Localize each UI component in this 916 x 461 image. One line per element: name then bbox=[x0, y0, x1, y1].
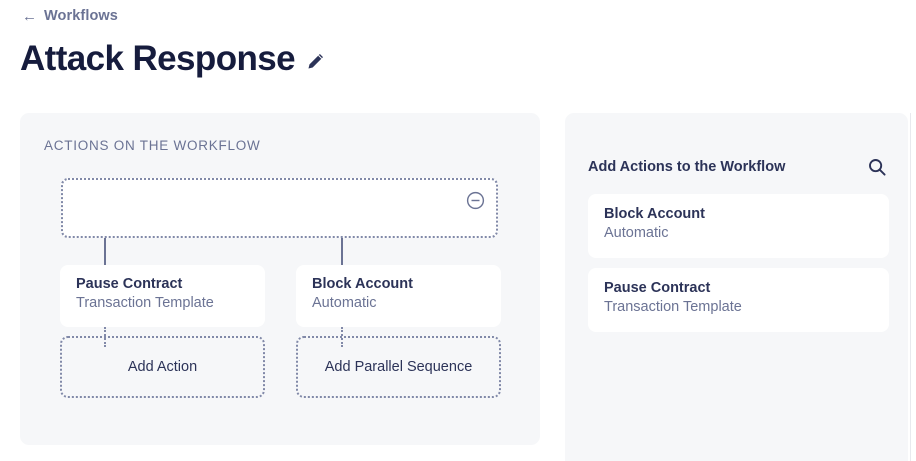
node-subtitle: Transaction Template bbox=[76, 295, 214, 311]
connector-root-to-branch-2 bbox=[341, 238, 343, 265]
action-library-list: Block Account Automatic Pause Contract T… bbox=[588, 194, 889, 342]
action-library-title: Add Actions to the Workflow bbox=[588, 158, 786, 175]
node-title: Pause Contract bbox=[76, 276, 183, 292]
action-library-panel: Add Actions to the Workflow Block Accoun… bbox=[565, 113, 908, 461]
library-item-title: Pause Contract bbox=[604, 280, 711, 296]
library-item-subtitle: Transaction Template bbox=[604, 299, 742, 315]
library-item-title: Block Account bbox=[604, 206, 705, 222]
workflow-node-pause-contract[interactable]: Pause Contract Transaction Template bbox=[60, 265, 265, 327]
title-row: Attack Response bbox=[20, 37, 325, 81]
workflow-node-block-account[interactable]: Block Account Automatic bbox=[296, 265, 501, 327]
breadcrumb-back-workflows[interactable]: ← Workflows bbox=[22, 9, 118, 24]
pencil-icon[interactable] bbox=[306, 52, 325, 71]
panel-divider bbox=[910, 113, 911, 461]
node-title: Block Account bbox=[312, 276, 413, 292]
action-library-header: Add Actions to the Workflow bbox=[588, 156, 887, 178]
workflow-canvas-panel: ACTIONS ON THE WORKFLOW Pause Contract T… bbox=[20, 113, 540, 445]
actions-on-workflow-heading: ACTIONS ON THE WORKFLOW bbox=[44, 138, 261, 153]
library-item-subtitle: Automatic bbox=[604, 225, 669, 241]
arrow-left-icon: ← bbox=[22, 8, 37, 25]
connector-root-to-branch-1 bbox=[104, 238, 106, 265]
search-icon[interactable] bbox=[867, 157, 887, 177]
node-subtitle: Automatic bbox=[312, 295, 377, 311]
workflow-root-node[interactable] bbox=[61, 178, 498, 238]
minus-circle-icon[interactable] bbox=[466, 191, 485, 210]
library-item-block-account[interactable]: Block Account Automatic bbox=[588, 194, 889, 258]
page-header: ← Workflows Attack Response bbox=[0, 0, 916, 110]
breadcrumb-label: Workflows bbox=[44, 8, 118, 25]
add-action-button[interactable]: Add Action bbox=[60, 336, 265, 398]
add-parallel-sequence-button[interactable]: Add Parallel Sequence bbox=[296, 336, 501, 398]
page-title: Attack Response bbox=[20, 39, 296, 78]
library-item-pause-contract[interactable]: Pause Contract Transaction Template bbox=[588, 268, 889, 332]
add-parallel-sequence-label: Add Parallel Sequence bbox=[324, 358, 473, 375]
add-action-label: Add Action bbox=[127, 358, 198, 375]
